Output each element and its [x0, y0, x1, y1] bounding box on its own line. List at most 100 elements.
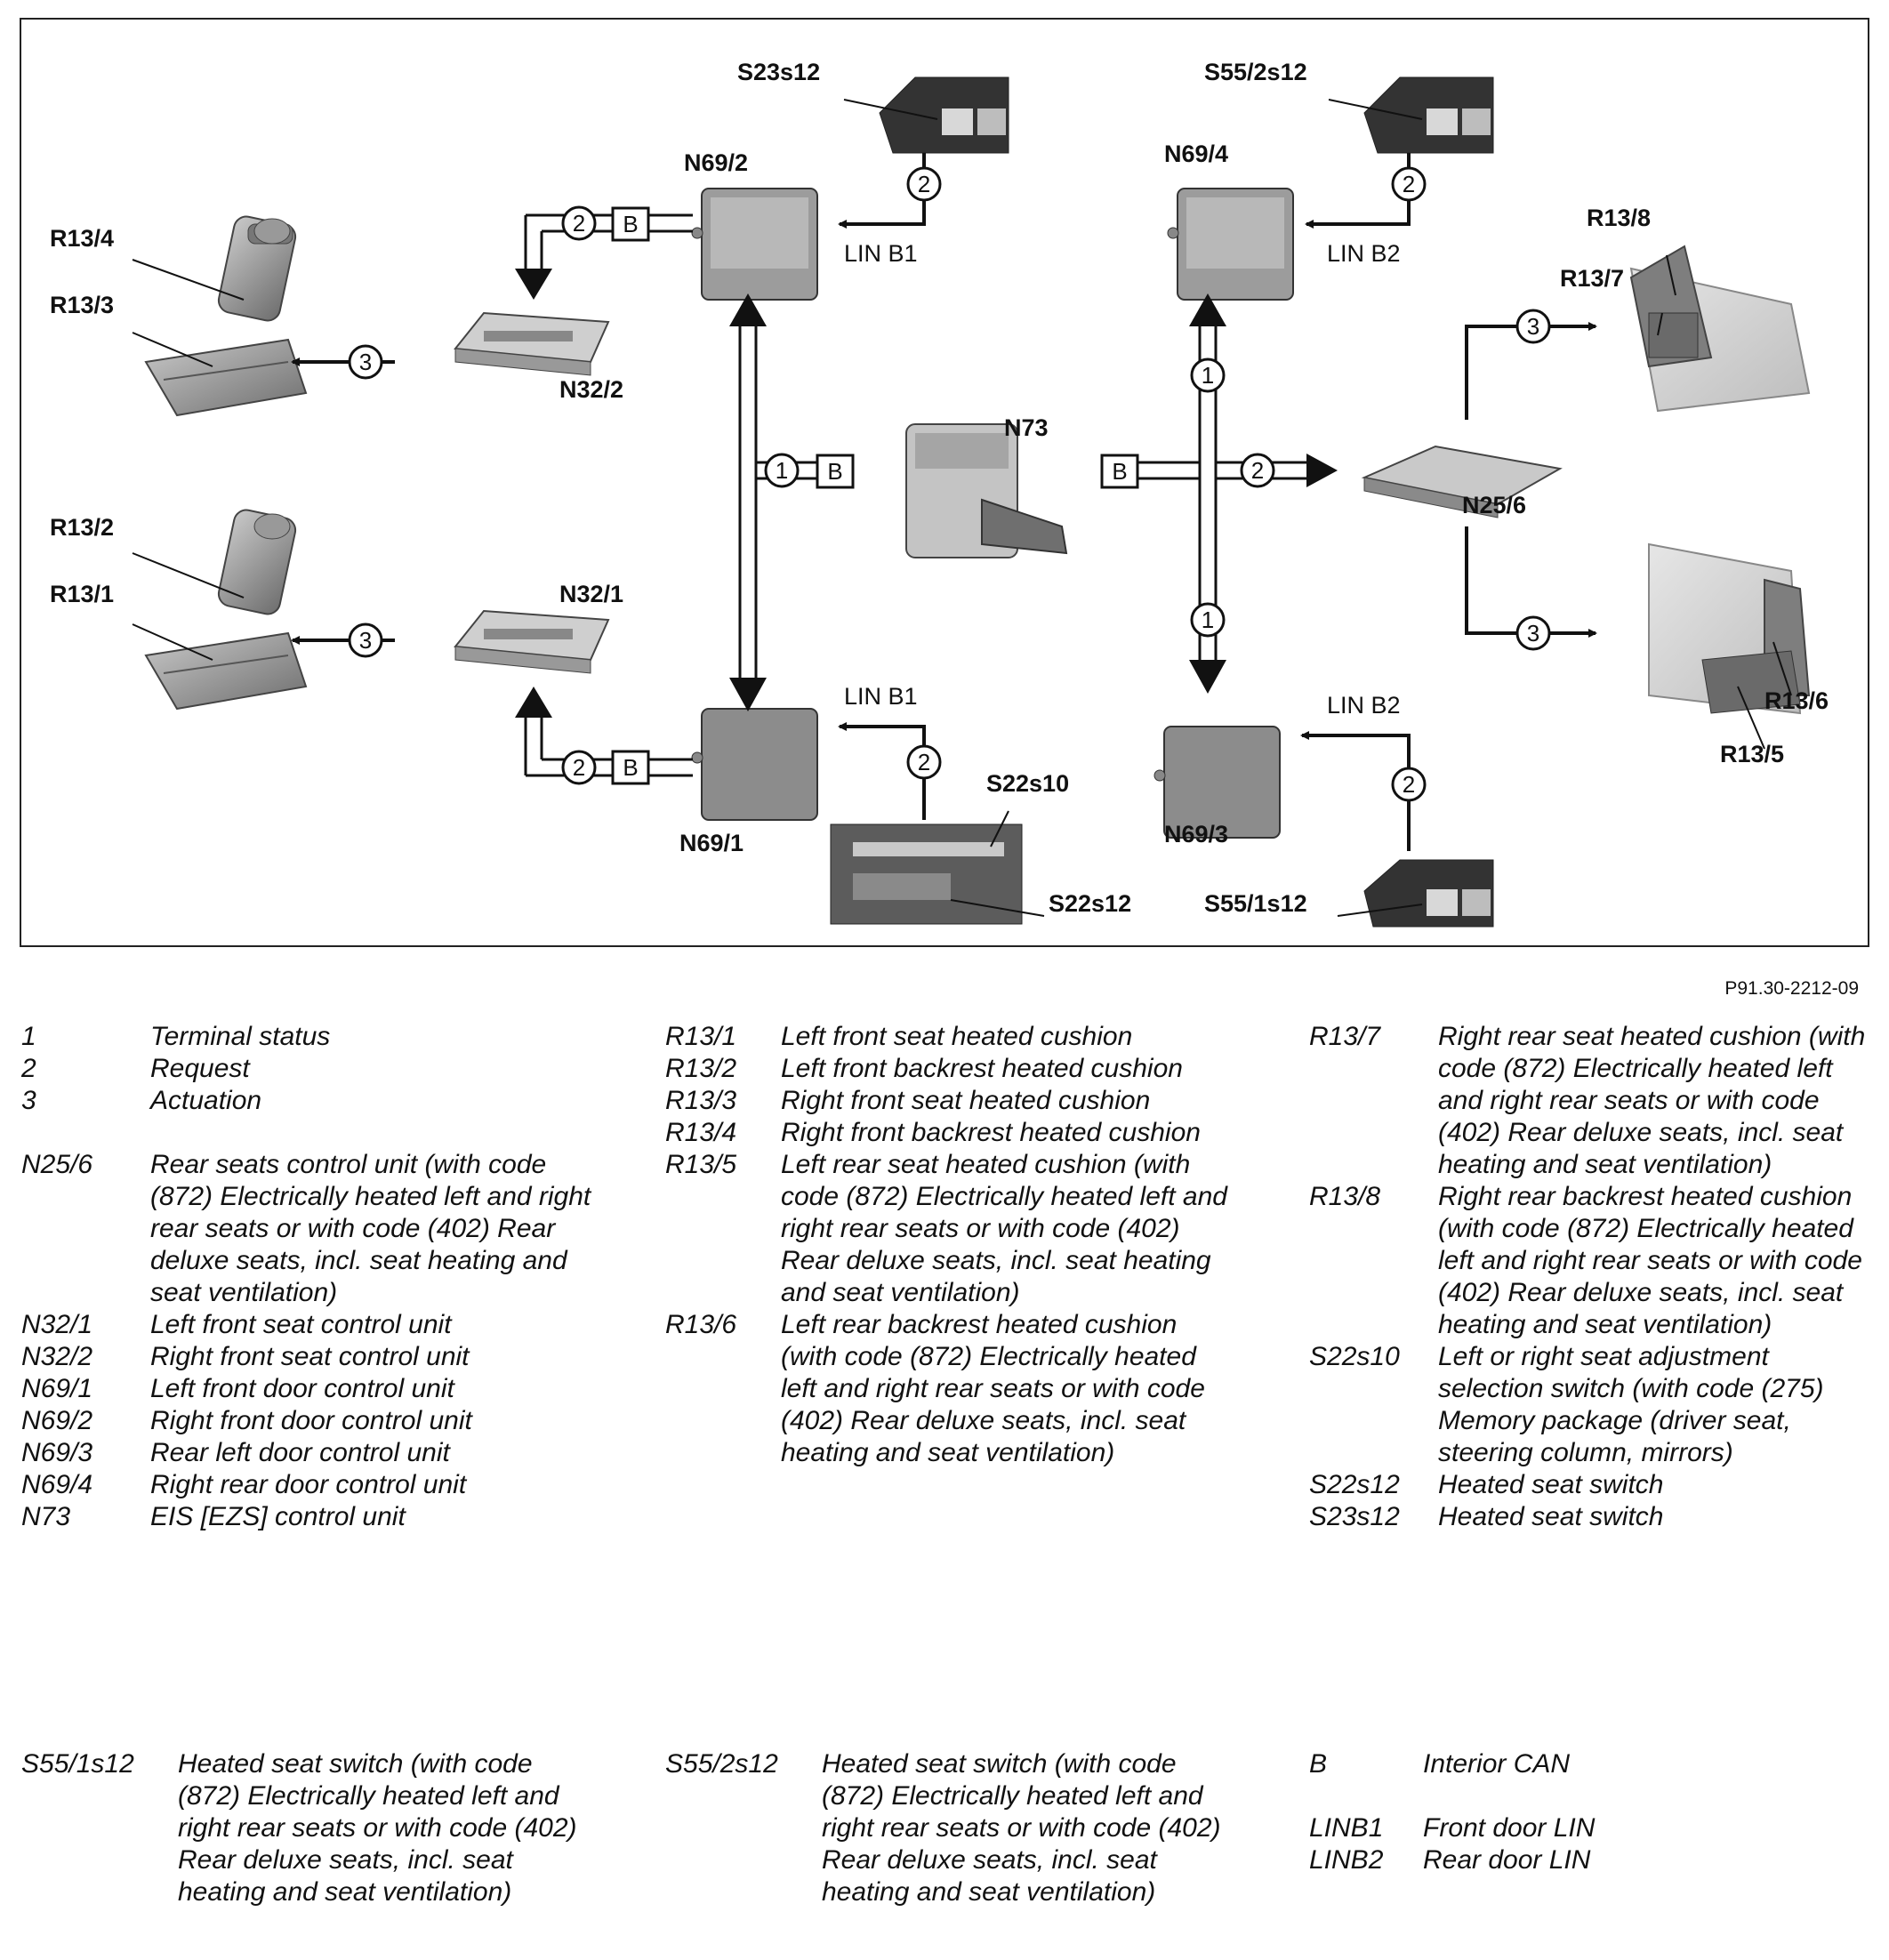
label-s22s12: S22s12	[1049, 890, 1131, 917]
label-n32-2: N32/2	[559, 376, 623, 403]
legend-desc: Right front backrest heated cushion	[781, 1118, 1201, 1147]
marker-text: 3	[359, 349, 372, 375]
label-r13-2: R13/2	[50, 514, 114, 541]
legend-key: R13/7	[1309, 1022, 1381, 1051]
legend-desc: Left front seat heated cushion	[781, 1022, 1133, 1051]
legend-row: N32/2 Right front seat control unit	[21, 1341, 599, 1373]
figure-id: P91.30-2212-09	[1724, 978, 1859, 999]
label-r13-7: R13/7	[1560, 265, 1624, 292]
legend-key: R13/6	[665, 1310, 737, 1339]
n73-eis-unit	[905, 423, 1068, 558]
legend-bottom-1: S55/1s12 Heated seat switch (with code (8…	[21, 1748, 591, 1908]
label-lin-b2-top: LIN B2	[1327, 240, 1401, 267]
legend-row: N69/4 Right rear door control unit	[21, 1469, 599, 1501]
label-r13-3: R13/3	[50, 292, 114, 318]
s22-door-switch-panel	[830, 823, 1023, 925]
marker-3-rf: 3	[348, 344, 383, 380]
label-r13-5: R13/5	[1720, 741, 1784, 767]
legend-key: N69/4	[21, 1470, 93, 1499]
b-box-text: B	[623, 754, 638, 781]
b-box-n73-left: B	[816, 454, 855, 489]
label-n69-4: N69/4	[1164, 141, 1228, 167]
n69-1-unit	[691, 708, 818, 821]
marker-2-s55-1s12: 2	[1391, 767, 1427, 802]
marker-text: 2	[918, 171, 930, 197]
label-n69-3: N69/3	[1164, 821, 1228, 847]
diagram-canvas: 3 3 2 2 2 2 2 2 1 1 1 2 3 3 B B B B	[50, 59, 1829, 928]
legend-desc: Heated seat switch (with code (872) Elec…	[178, 1749, 577, 1907]
label-s55-2s12: S55/2s12	[1204, 59, 1307, 85]
legend-key: N32/1	[21, 1310, 93, 1339]
legend-key: S22s12	[1309, 1470, 1400, 1499]
legend-desc: Rear left door control unit	[150, 1438, 450, 1467]
n32-1-unit	[454, 609, 610, 674]
marker-3-lf: 3	[348, 623, 383, 658]
legend-row: S55/1s12 Heated seat switch (with code (8…	[21, 1748, 591, 1908]
legend-key: LINB1	[1309, 1813, 1384, 1843]
legend-key: 2	[21, 1054, 36, 1083]
marker-text: 1	[776, 457, 788, 484]
legend-desc: Interior CAN	[1423, 1749, 1571, 1779]
marker-3-rear-top: 3	[1515, 309, 1551, 344]
legend-key: LINB2	[1309, 1845, 1384, 1875]
marker-1-right-up: 1	[1190, 357, 1226, 393]
legend-desc: Left front door control unit	[150, 1374, 454, 1403]
label-lin-b1-bottom: LIN B1	[844, 683, 918, 710]
label-n69-1: N69/1	[679, 830, 744, 856]
label-r13-1: R13/1	[50, 581, 114, 607]
label-n32-1: N32/1	[559, 581, 623, 607]
b-box-n32-2: B	[611, 206, 650, 242]
marker-text: 3	[1527, 620, 1539, 647]
b-box-text: B	[1112, 458, 1127, 485]
legend-key: S55/1s12	[21, 1749, 134, 1779]
legend-desc: Right rear backrest heated cushion (with…	[1438, 1182, 1862, 1339]
legend-row: 1 Terminal status	[21, 1021, 599, 1053]
marker-text: 2	[1403, 771, 1415, 798]
label-s55-1s12: S55/1s12	[1204, 890, 1307, 917]
legend-desc: Terminal status	[150, 1022, 331, 1051]
legend-key: R13/2	[665, 1054, 737, 1083]
legend-key: N69/1	[21, 1374, 93, 1403]
s23s12-switch	[879, 76, 1009, 154]
legend-row: R13/4 Right front backrest heated cushion	[665, 1117, 1234, 1149]
left-front-seat-image	[144, 509, 308, 711]
legend-key: 1	[21, 1022, 36, 1051]
legend-desc: Right front seat heated cushion	[781, 1086, 1151, 1115]
legend-desc: Left rear backrest heated cushion (with …	[781, 1310, 1205, 1467]
legend-key: N32/2	[21, 1342, 93, 1371]
marker-text: 2	[573, 754, 585, 781]
legend-key: N73	[21, 1502, 71, 1531]
legend-key: R13/4	[665, 1118, 737, 1147]
label-n25-6: N25/6	[1462, 492, 1526, 518]
legend-desc: Right front seat control unit	[150, 1342, 470, 1371]
s55-1s12-switch	[1363, 859, 1494, 928]
b-box-text: B	[623, 211, 638, 237]
label-n69-2: N69/2	[684, 149, 748, 176]
label-n73: N73	[1004, 414, 1049, 441]
marker-2-n32-2: 2	[561, 205, 597, 241]
n69-4-unit	[1167, 188, 1294, 301]
legend-key: R13/8	[1309, 1182, 1381, 1211]
b-box-n73-right: B	[1100, 454, 1139, 489]
marker-text: 2	[1403, 171, 1415, 197]
marker-1-left-bus: 1	[764, 453, 800, 488]
legend-desc: Right rear door control unit	[150, 1470, 467, 1499]
